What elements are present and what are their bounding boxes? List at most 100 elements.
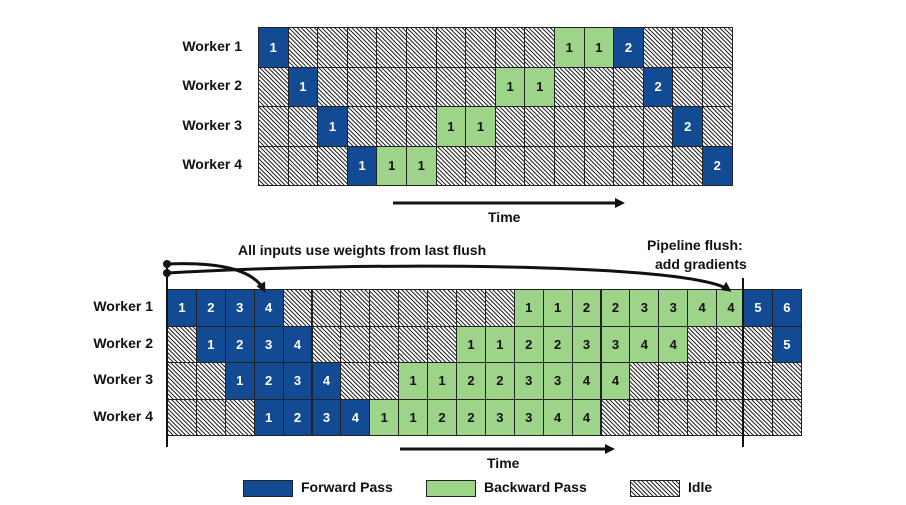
idle-cell <box>287 145 319 186</box>
idle-cell <box>524 106 555 147</box>
forward-pass-cell: 1 <box>317 106 348 147</box>
forward-pass-cell: 1 <box>253 398 284 436</box>
backward-pass-cell: 2 <box>456 362 486 400</box>
idle-cell <box>398 325 429 363</box>
idle-cell <box>687 325 718 363</box>
idle-cell <box>317 66 348 107</box>
worker-label: Worker 3 <box>93 371 153 388</box>
worker-label: Worker 3 <box>182 116 242 133</box>
idle-cell <box>613 145 644 186</box>
idle-cell <box>771 398 802 436</box>
forward-pass-cell: 2 <box>224 325 255 363</box>
idle-cell <box>376 27 407 68</box>
worker-label: Worker 2 <box>93 334 153 351</box>
idle-cell <box>258 106 289 147</box>
forward-pass-cell: 2 <box>702 145 733 186</box>
legend-forward-label: Forward Pass <box>301 479 393 495</box>
backward-pass-cell: 3 <box>571 325 602 363</box>
forward-pass-cell: 6 <box>771 289 802 327</box>
idle-cell <box>376 106 407 147</box>
backward-pass-cell: 4 <box>571 398 602 436</box>
idle-cell <box>658 398 689 436</box>
flush-annotation-line2: add gradients <box>655 256 747 272</box>
forward-pass-cell: 4 <box>311 362 342 400</box>
idle-cell <box>642 27 674 68</box>
idle-cell <box>340 289 371 327</box>
idle-cell <box>465 145 496 186</box>
idle-cell <box>167 398 197 436</box>
idle-cell <box>629 398 660 436</box>
backward-pass-cell: 4 <box>629 325 660 363</box>
forward-pass-cell: 2 <box>642 66 674 107</box>
forward-pass-cell: 1 <box>346 145 378 186</box>
legend-idle-swatch <box>630 480 680 497</box>
weights-origin-dot-bottom <box>163 269 171 277</box>
idle-cell <box>743 362 773 400</box>
forward-pass-cell: 3 <box>282 362 313 400</box>
idle-cell <box>494 27 526 68</box>
idle-cell <box>702 27 733 68</box>
idle-cell <box>435 145 467 186</box>
idle-cell <box>435 27 467 68</box>
idle-cell <box>524 27 555 68</box>
worker-label: Worker 4 <box>93 407 153 424</box>
backward-pass-cell: 3 <box>484 398 515 436</box>
idle-cell <box>406 66 437 107</box>
idle-cell <box>672 27 703 68</box>
backward-pass-cell: 1 <box>435 106 467 147</box>
backward-pass-cell: 1 <box>583 27 615 68</box>
idle-cell <box>317 145 348 186</box>
legend-idle-label: Idle <box>688 479 713 495</box>
forward-pass-cell: 1 <box>195 325 226 363</box>
weights-origin-dot-top <box>163 260 171 268</box>
idle-cell <box>406 106 437 147</box>
forward-pass-cell: 2 <box>253 362 284 400</box>
idle-cell <box>583 106 615 147</box>
idle-cell <box>465 66 496 107</box>
idle-cell <box>346 66 378 107</box>
forward-pass-cell: 3 <box>311 398 342 436</box>
idle-cell <box>224 398 255 436</box>
backward-pass-cell: 1 <box>513 289 544 327</box>
legend-backward-label: Backward Pass <box>484 479 587 495</box>
legend-backward-swatch <box>426 480 476 497</box>
idle-cell <box>494 106 526 147</box>
idle-cell <box>524 145 555 186</box>
forward-pass-cell: 4 <box>282 325 313 363</box>
weights-arrow-long <box>166 264 732 292</box>
backward-pass-cell: 1 <box>398 398 429 436</box>
forward-pass-cell: 5 <box>771 325 802 363</box>
forward-pass-cell: 4 <box>340 398 371 436</box>
forward-pass-cell: 2 <box>195 289 226 327</box>
idle-cell <box>346 27 378 68</box>
idle-cell <box>600 398 631 436</box>
backward-pass-cell: 1 <box>398 362 429 400</box>
idle-cell <box>346 106 378 147</box>
idle-cell <box>167 362 197 400</box>
backward-pass-cell: 3 <box>513 362 544 400</box>
idle-cell <box>702 106 733 147</box>
idle-cell <box>456 289 486 327</box>
weights-arrow-short <box>166 262 266 293</box>
idle-cell <box>629 362 660 400</box>
flush-annotation-line1: Pipeline flush: <box>647 237 743 253</box>
idle-cell <box>554 145 585 186</box>
forward-pass-cell: 2 <box>672 106 703 147</box>
backward-pass-cell: 3 <box>600 325 631 363</box>
backward-pass-cell: 1 <box>542 289 573 327</box>
backward-pass-cell: 1 <box>554 27 585 68</box>
idle-cell <box>406 27 437 68</box>
idle-cell <box>465 27 496 68</box>
idle-cell <box>583 66 615 107</box>
idle-cell <box>583 145 615 186</box>
idle-cell <box>398 289 429 327</box>
backward-pass-cell: 1 <box>494 66 526 107</box>
worker-label: Worker 1 <box>93 298 153 315</box>
idle-cell <box>340 362 371 400</box>
idle-cell <box>702 66 733 107</box>
backward-pass-cell: 2 <box>542 325 573 363</box>
idle-cell <box>613 66 644 107</box>
backward-pass-cell: 4 <box>542 398 573 436</box>
